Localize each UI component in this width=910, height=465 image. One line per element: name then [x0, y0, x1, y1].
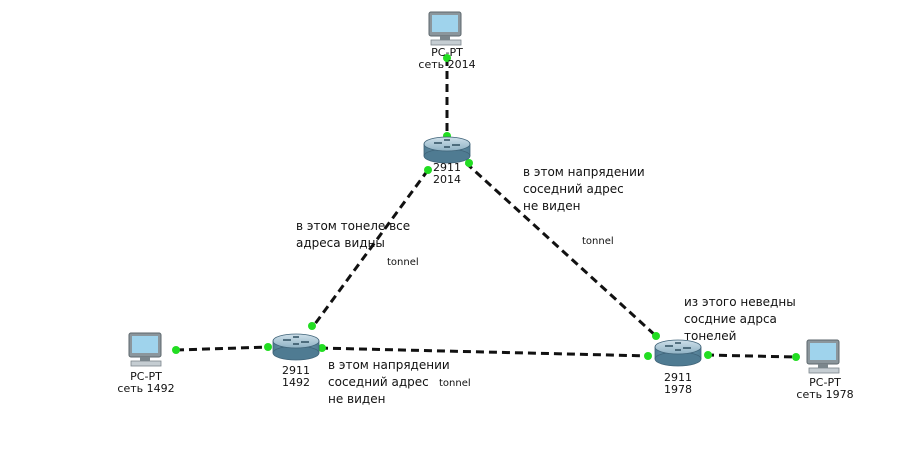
- port-dot: [318, 344, 326, 352]
- port-dot: [308, 322, 316, 330]
- router-right-label: 2911 1978: [648, 372, 708, 396]
- pc-top-label: PC-PT сеть 2014: [407, 47, 487, 71]
- port-dot: [792, 353, 800, 361]
- pc-icon[interactable]: [806, 339, 840, 374]
- device-model: 2911: [282, 364, 310, 377]
- port-dot: [264, 343, 272, 351]
- pc-icon[interactable]: [428, 11, 462, 46]
- link-router-right-pc-right[interactable]: [705, 353, 797, 359]
- link-router-top-router-left[interactable]: [310, 169, 430, 329]
- link-router-top-router-right[interactable]: [464, 161, 658, 338]
- device-model: PC-PT: [809, 376, 841, 389]
- links: [175, 58, 797, 359]
- annotation-right-link: в этом напрядении соседний адрес не виде…: [523, 165, 645, 213]
- tunnel-label-left: tonnel: [387, 257, 419, 268]
- port-dot: [443, 54, 451, 62]
- device-model: 2911: [664, 371, 692, 384]
- router-top-label: 2911 2014: [417, 162, 477, 186]
- router-icon[interactable]: [272, 333, 320, 361]
- device-name: 1492: [282, 376, 310, 389]
- port-dot: [465, 159, 473, 167]
- device-model: 2911: [433, 161, 461, 174]
- link-router-left-router-right[interactable]: [319, 346, 651, 358]
- pc-icon[interactable]: [128, 332, 162, 367]
- port-dot: [424, 166, 432, 174]
- port-dot: [644, 352, 652, 360]
- device-model: PC-PT: [130, 370, 162, 383]
- annotation-left-link: в этом тонеле все адреса видны: [296, 219, 411, 250]
- link-pc-left-router-left[interactable]: [175, 345, 271, 352]
- annotation-bottom-link: в этом напрядении соседний адрес не виде…: [328, 358, 450, 406]
- port-indicators: [172, 54, 800, 361]
- router-left-label: 2911 1492: [266, 365, 326, 389]
- port-dot: [172, 346, 180, 354]
- router-icon[interactable]: [423, 136, 471, 164]
- device-name: 2014: [433, 173, 461, 186]
- annotation-router-right: из этого неведны сосдние адрса тонелей: [684, 295, 796, 343]
- pc-right-label: PC-PT сеть 1978: [785, 377, 865, 401]
- port-dot: [704, 351, 712, 359]
- port-dot: [652, 332, 660, 340]
- device-name: сеть 2014: [418, 58, 476, 71]
- tunnel-label-right: tonnel: [582, 236, 614, 247]
- device-name: сеть 1492: [117, 382, 175, 395]
- device-model: PC-PT: [431, 46, 463, 59]
- device-name: 1978: [664, 383, 692, 396]
- router-icon[interactable]: [654, 339, 702, 367]
- device-name: сеть 1978: [796, 388, 854, 401]
- pc-left-label: PC-PT сеть 1492: [106, 371, 186, 395]
- tunnel-label-bottom: tonnel: [439, 378, 471, 389]
